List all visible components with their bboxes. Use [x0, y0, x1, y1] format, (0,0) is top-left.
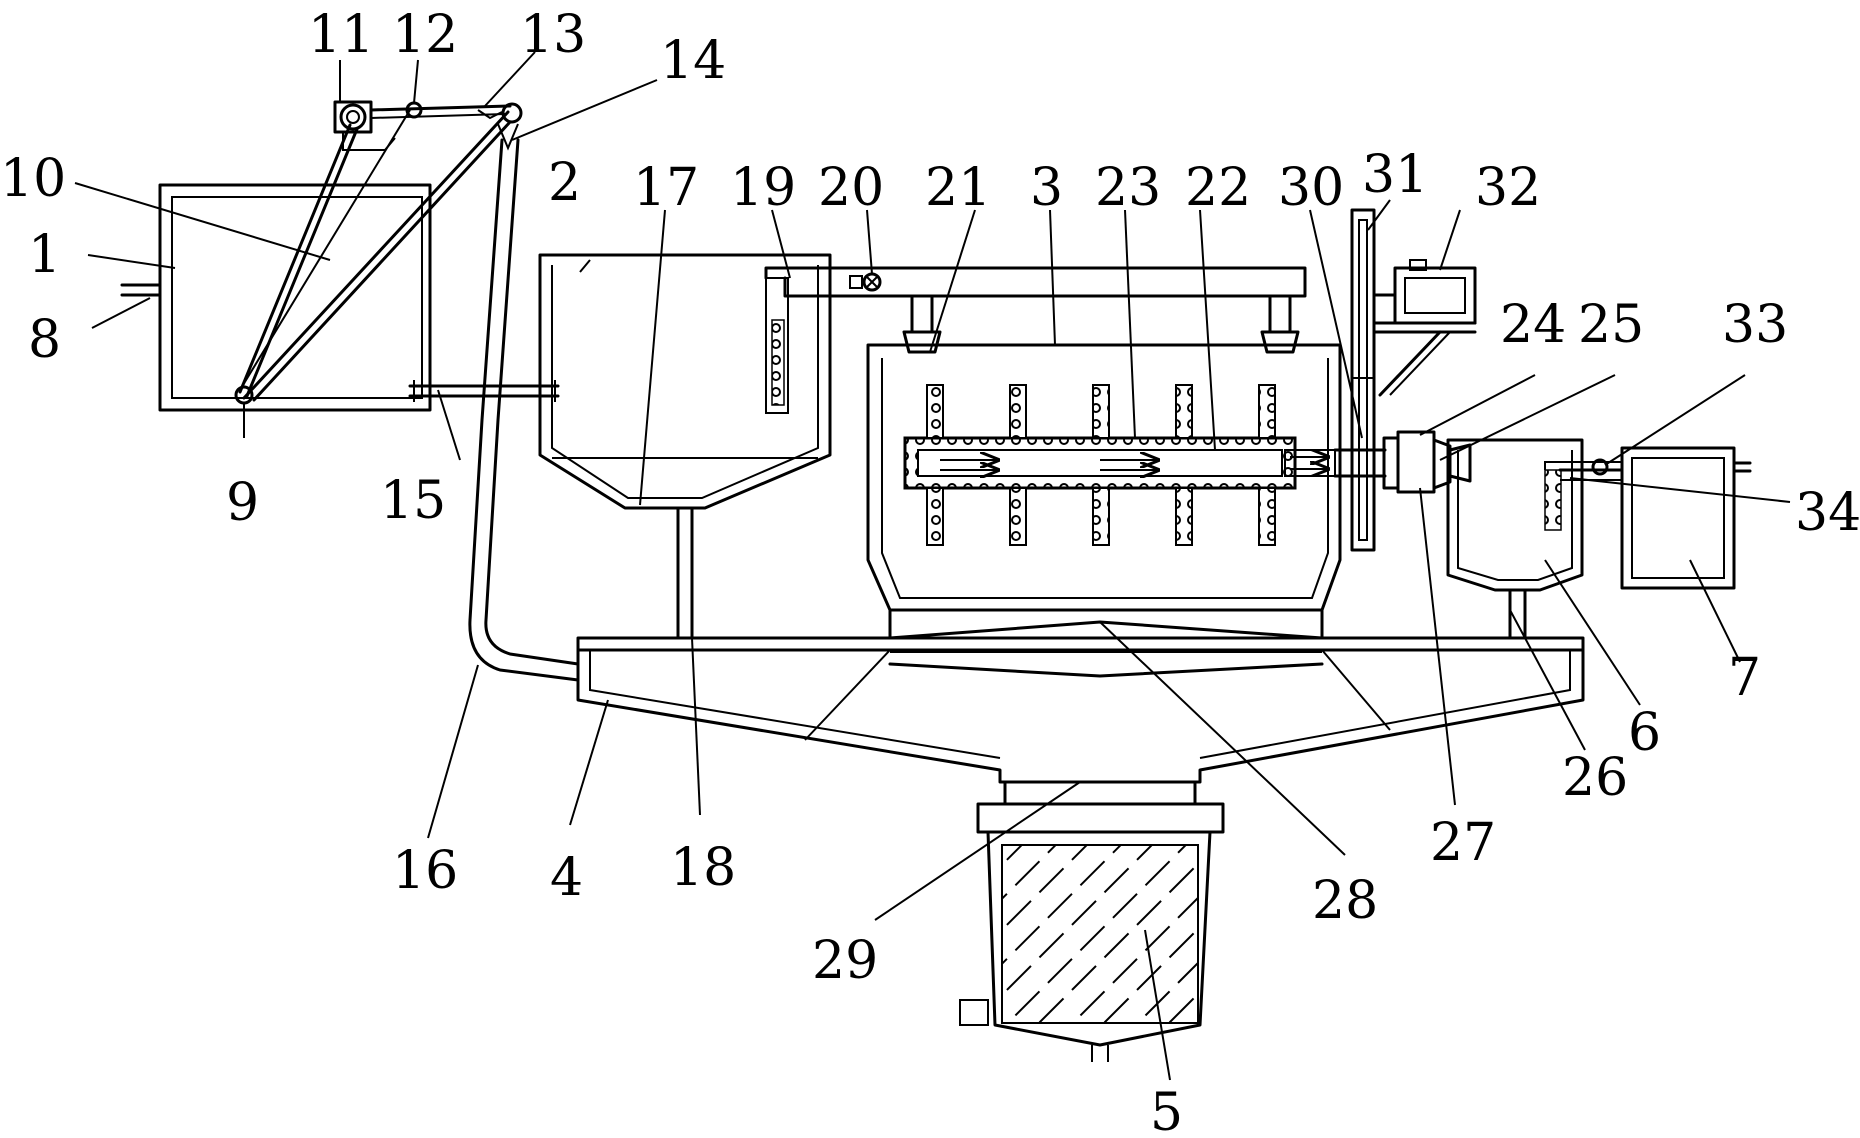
label-27: 27 [1430, 813, 1496, 873]
riser-pipe-16 [468, 138, 580, 682]
label-15: 15 [380, 471, 446, 531]
label-22: 22 [1185, 158, 1251, 218]
trough-4 [576, 620, 1585, 784]
label-20: 20 [818, 158, 884, 218]
conveyor-assembly [234, 100, 523, 420]
label-19: 19 [730, 158, 796, 218]
label-13: 13 [520, 5, 586, 65]
label-14: 14 [660, 31, 726, 91]
label-31: 31 [1362, 145, 1428, 205]
label-1: 1 [28, 225, 61, 285]
label-30: 30 [1278, 158, 1344, 218]
tank-1 [120, 183, 432, 412]
label-10: 10 [0, 149, 66, 209]
pipe-15 [408, 380, 560, 402]
label-7: 7 [1728, 648, 1761, 708]
label-24: 24 [1500, 295, 1566, 355]
label-25: 25 [1578, 295, 1644, 355]
label-29: 29 [812, 931, 878, 991]
tank-2 [538, 253, 832, 640]
label-23: 23 [1095, 158, 1161, 218]
tank-7 [1620, 446, 1752, 590]
label-16: 16 [392, 841, 458, 901]
label-26: 26 [1562, 748, 1628, 808]
label-28: 28 [1312, 871, 1378, 931]
label-33: 33 [1722, 295, 1788, 355]
drive-assembly [1350, 208, 1477, 552]
label-9: 9 [226, 473, 259, 533]
label-11: 11 [308, 5, 374, 65]
label-32: 32 [1475, 158, 1541, 218]
stirring-shaft [903, 384, 1387, 546]
label-6: 6 [1628, 703, 1661, 763]
reference-numerals: 1 8 10 9 11 12 13 14 15 2 17 19 20 21 3 … [0, 5, 1860, 1138]
label-21: 21 [925, 158, 991, 218]
tank-6 [1446, 438, 1584, 640]
label-3: 3 [1030, 158, 1063, 218]
label-18: 18 [670, 838, 736, 898]
label-4: 4 [550, 848, 583, 908]
pipe-20 [764, 266, 1307, 354]
label-8: 8 [28, 310, 61, 370]
label-12: 12 [392, 5, 458, 65]
label-34: 34 [1795, 483, 1860, 543]
bin-5 [959, 780, 1225, 1062]
label-5: 5 [1150, 1083, 1183, 1138]
label-17: 17 [633, 158, 699, 218]
leader-lines [74, 51, 1791, 1081]
label-2: 2 [548, 153, 581, 213]
